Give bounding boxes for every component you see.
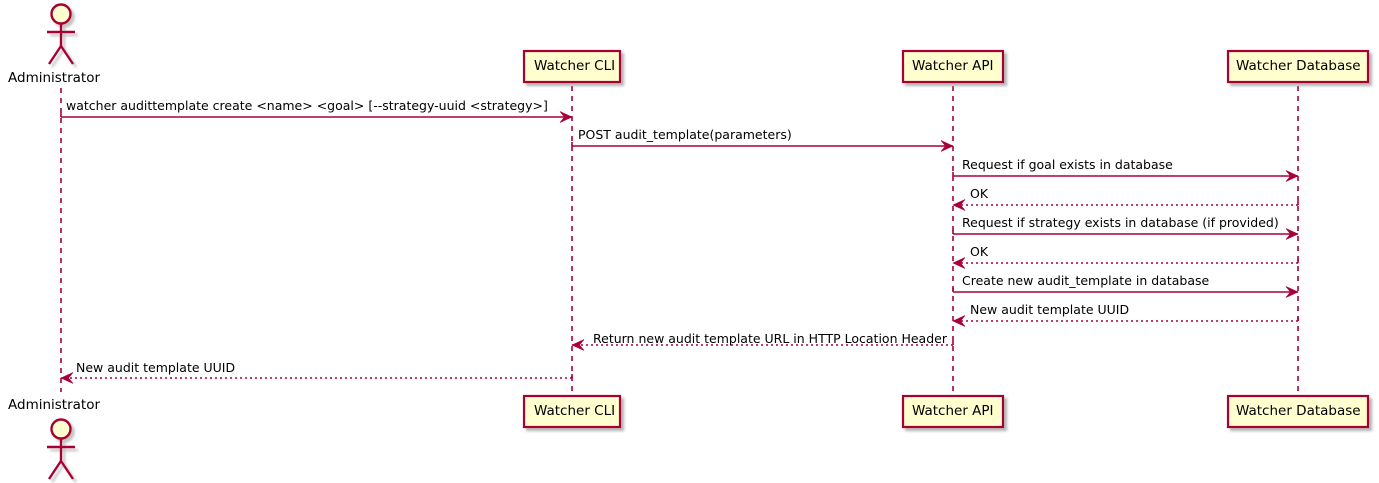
actor-label-administrator-top: Administrator xyxy=(8,70,101,86)
participant-box-watcher-cli-bottom[interactable] xyxy=(522,394,622,429)
actor-head xyxy=(50,3,72,25)
participant-box-watcher-cli-top[interactable] xyxy=(522,49,622,84)
message-label-1: watcher audittemplate create <name> <goa… xyxy=(66,98,548,113)
message-arrowhead-3 xyxy=(1285,170,1299,182)
actor-leg-right xyxy=(60,45,74,65)
participant-label-watcher-api-bottom[interactable]: Watcher API xyxy=(912,403,994,419)
message-label-2: POST audit_template(parameters) xyxy=(578,127,792,142)
participant-box-watcher-api-top[interactable] xyxy=(901,49,1005,84)
message-label-7: Create new audit_template in database xyxy=(962,273,1210,288)
actor-figure-administrator-bottom xyxy=(47,418,75,480)
actor-leg-right xyxy=(60,460,74,480)
actor-label-administrator-bottom: Administrator xyxy=(8,397,101,413)
participant-box-watcher-database-bottom[interactable] xyxy=(1226,394,1370,429)
participant-box-watcher-database-top[interactable] xyxy=(1226,49,1370,84)
message-arrowhead-2 xyxy=(940,140,954,152)
participant-label-watcher-cli-bottom[interactable]: Watcher CLI xyxy=(534,403,616,419)
message-label-3: Request if goal exists in database xyxy=(962,157,1173,172)
message-label-10: New audit template UUID xyxy=(76,360,236,375)
participant-label-watcher-database-top[interactable]: Watcher Database xyxy=(1236,58,1361,74)
message-arrowhead-4 xyxy=(952,199,966,211)
message-arrowhead-1 xyxy=(559,111,573,123)
message-arrowhead-7 xyxy=(1285,286,1299,298)
actor-leg-left xyxy=(48,45,62,65)
message-label-8: New audit template UUID xyxy=(970,302,1130,317)
message-arrowhead-10 xyxy=(60,372,74,384)
actor-head xyxy=(50,418,72,440)
message-label-6: OK xyxy=(970,244,989,259)
message-label-9: Return new audit template URL in HTTP Lo… xyxy=(593,331,947,346)
participant-label-watcher-cli-top[interactable]: Watcher CLI xyxy=(534,58,616,74)
message-arrowhead-6 xyxy=(952,257,966,269)
participant-label-watcher-api-top[interactable]: Watcher API xyxy=(912,58,994,74)
message-arrowhead-5 xyxy=(1285,228,1299,240)
message-arrowhead-8 xyxy=(952,315,966,327)
actor-figure-administrator-top xyxy=(47,3,75,65)
participant-box-watcher-api-bottom[interactable] xyxy=(901,394,1005,429)
participant-label-watcher-database-bottom[interactable]: Watcher Database xyxy=(1236,403,1361,419)
message-label-4: OK xyxy=(970,186,989,201)
message-arrowhead-9 xyxy=(571,339,585,351)
actor-leg-left xyxy=(48,460,62,480)
message-label-5: Request if strategy exists in database (… xyxy=(962,215,1279,230)
